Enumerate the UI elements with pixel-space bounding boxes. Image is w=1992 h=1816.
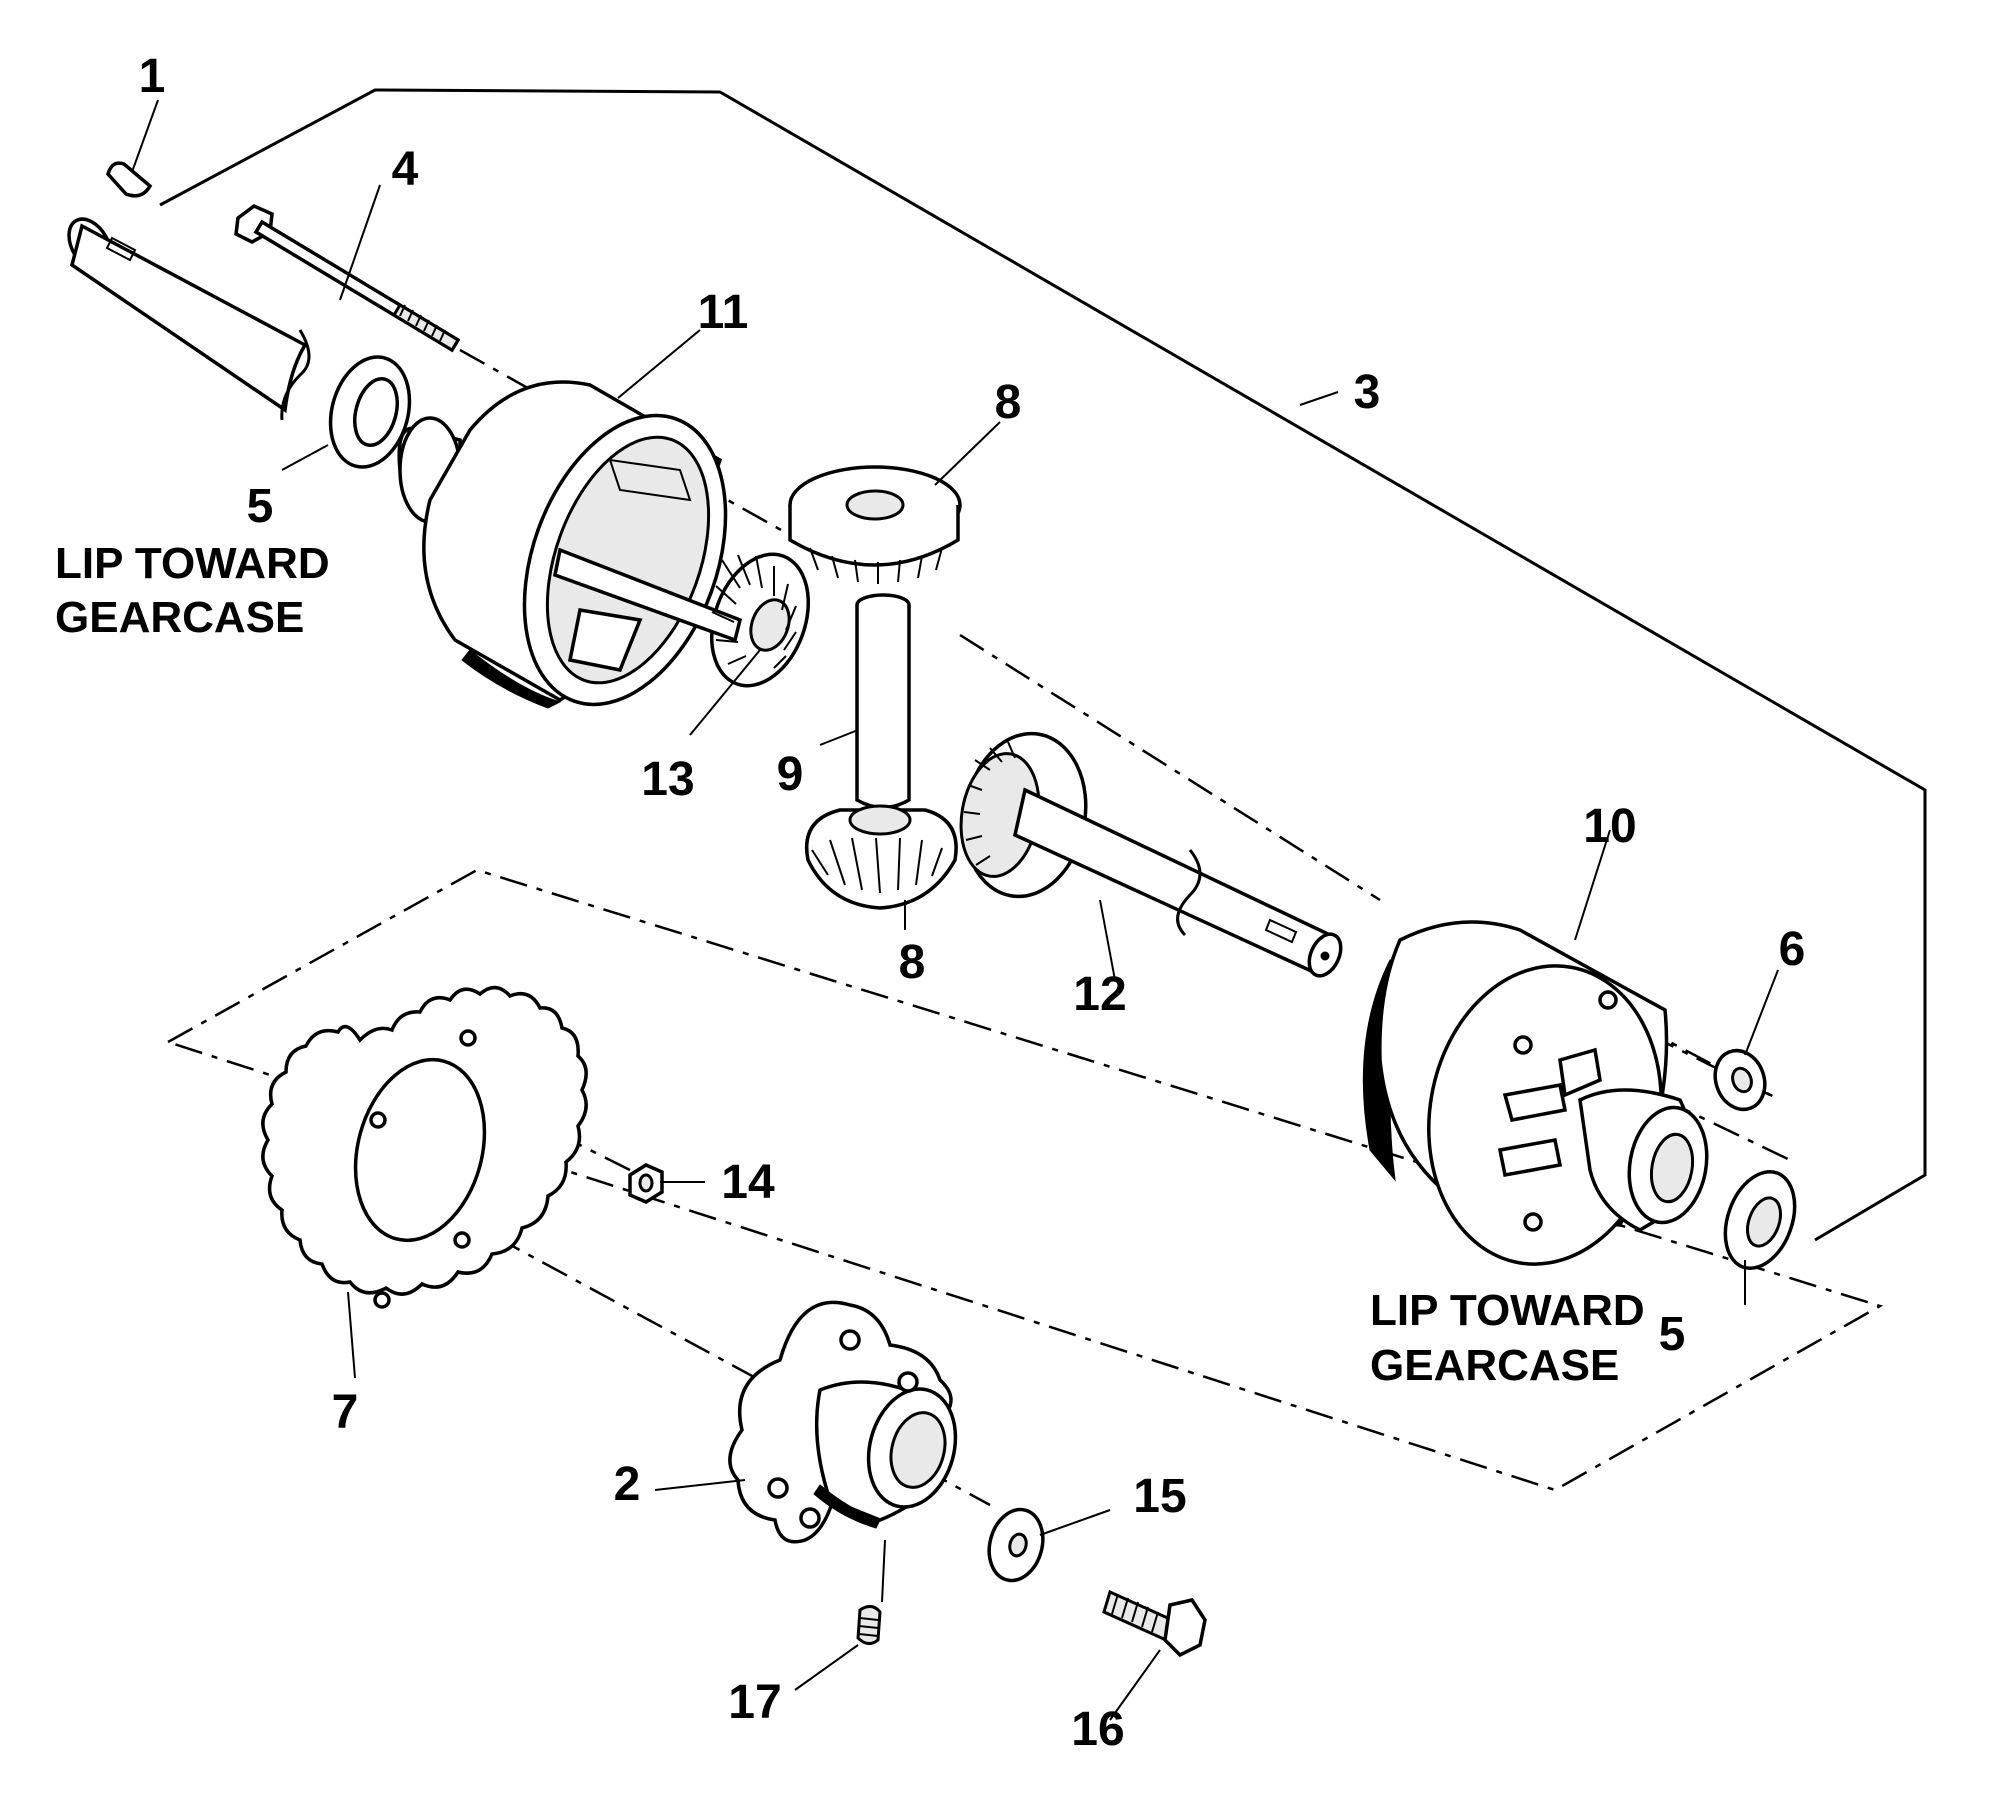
- callout-14: 14: [721, 1156, 775, 1209]
- part-10-case-half: [1362, 920, 1709, 1266]
- callout-12: 12: [1073, 968, 1126, 1021]
- part-11-case-half: [397, 380, 728, 709]
- callout-11: 11: [698, 286, 749, 339]
- callout-9: 9: [777, 748, 804, 801]
- part-5-seal-left: [328, 355, 412, 469]
- callout-5-left: 5: [247, 480, 274, 533]
- callout-8-upper: 8: [995, 376, 1022, 429]
- callout-7: 7: [332, 1386, 359, 1439]
- part-2-hub: [728, 1300, 958, 1544]
- callout-3: 3: [1354, 366, 1381, 419]
- callout-6: 6: [1779, 923, 1806, 976]
- callout-1: 1: [139, 50, 166, 103]
- callout-8-lower: 8: [899, 936, 926, 989]
- part-16-bolt: [1102, 1589, 1207, 1658]
- note-left-line2: GEARCASE: [55, 593, 304, 642]
- assembly-bracket-3: [159, 88, 1927, 1242]
- part-9-pin: [855, 593, 911, 810]
- callout-10: 10: [1583, 800, 1636, 853]
- part-15-washer: [987, 1507, 1045, 1583]
- sprocket-group-boundary: [167, 868, 1884, 1492]
- part-7-sprocket: [261, 985, 588, 1309]
- note-right-line2: GEARCASE: [1370, 1341, 1619, 1390]
- note-left-line1: LIP TOWARD: [55, 539, 330, 588]
- part-17-set-screw: [856, 1605, 882, 1645]
- part-14-nut: [628, 1163, 664, 1204]
- part-12-gear-shaft: [959, 731, 1343, 978]
- part-4-long-bolt: [234, 203, 461, 353]
- installation-notes: LIP TOWARD GEARCASE LIP TOWARD GEARCASE: [55, 539, 1645, 1390]
- callout-15: 15: [1133, 1470, 1186, 1523]
- part-8-pinion-lower: [805, 804, 958, 910]
- note-right-line1: LIP TOWARD: [1370, 1286, 1645, 1335]
- callout-2: 2: [614, 1458, 641, 1511]
- part-13-side-gear: [552, 547, 811, 688]
- leader-lines: [131, 99, 1779, 1721]
- left-axle-shaft: [67, 217, 311, 421]
- callout-16: 16: [1071, 1703, 1124, 1756]
- callout-13: 13: [641, 753, 694, 806]
- part-1-woodruff-key: [106, 161, 153, 198]
- callout-4: 4: [392, 143, 419, 196]
- part-8-pinion-upper: [788, 465, 962, 584]
- callout-5-right: 5: [1659, 1308, 1686, 1361]
- part-5-seal-right: [1723, 1170, 1797, 1270]
- callout-labels: 1 4 11 3 8 5 13 9 8 12 10 6 14 5 7 2 15 …: [139, 50, 1806, 1756]
- part-6-spacer: [1713, 1048, 1767, 1112]
- callout-17: 17: [728, 1676, 781, 1729]
